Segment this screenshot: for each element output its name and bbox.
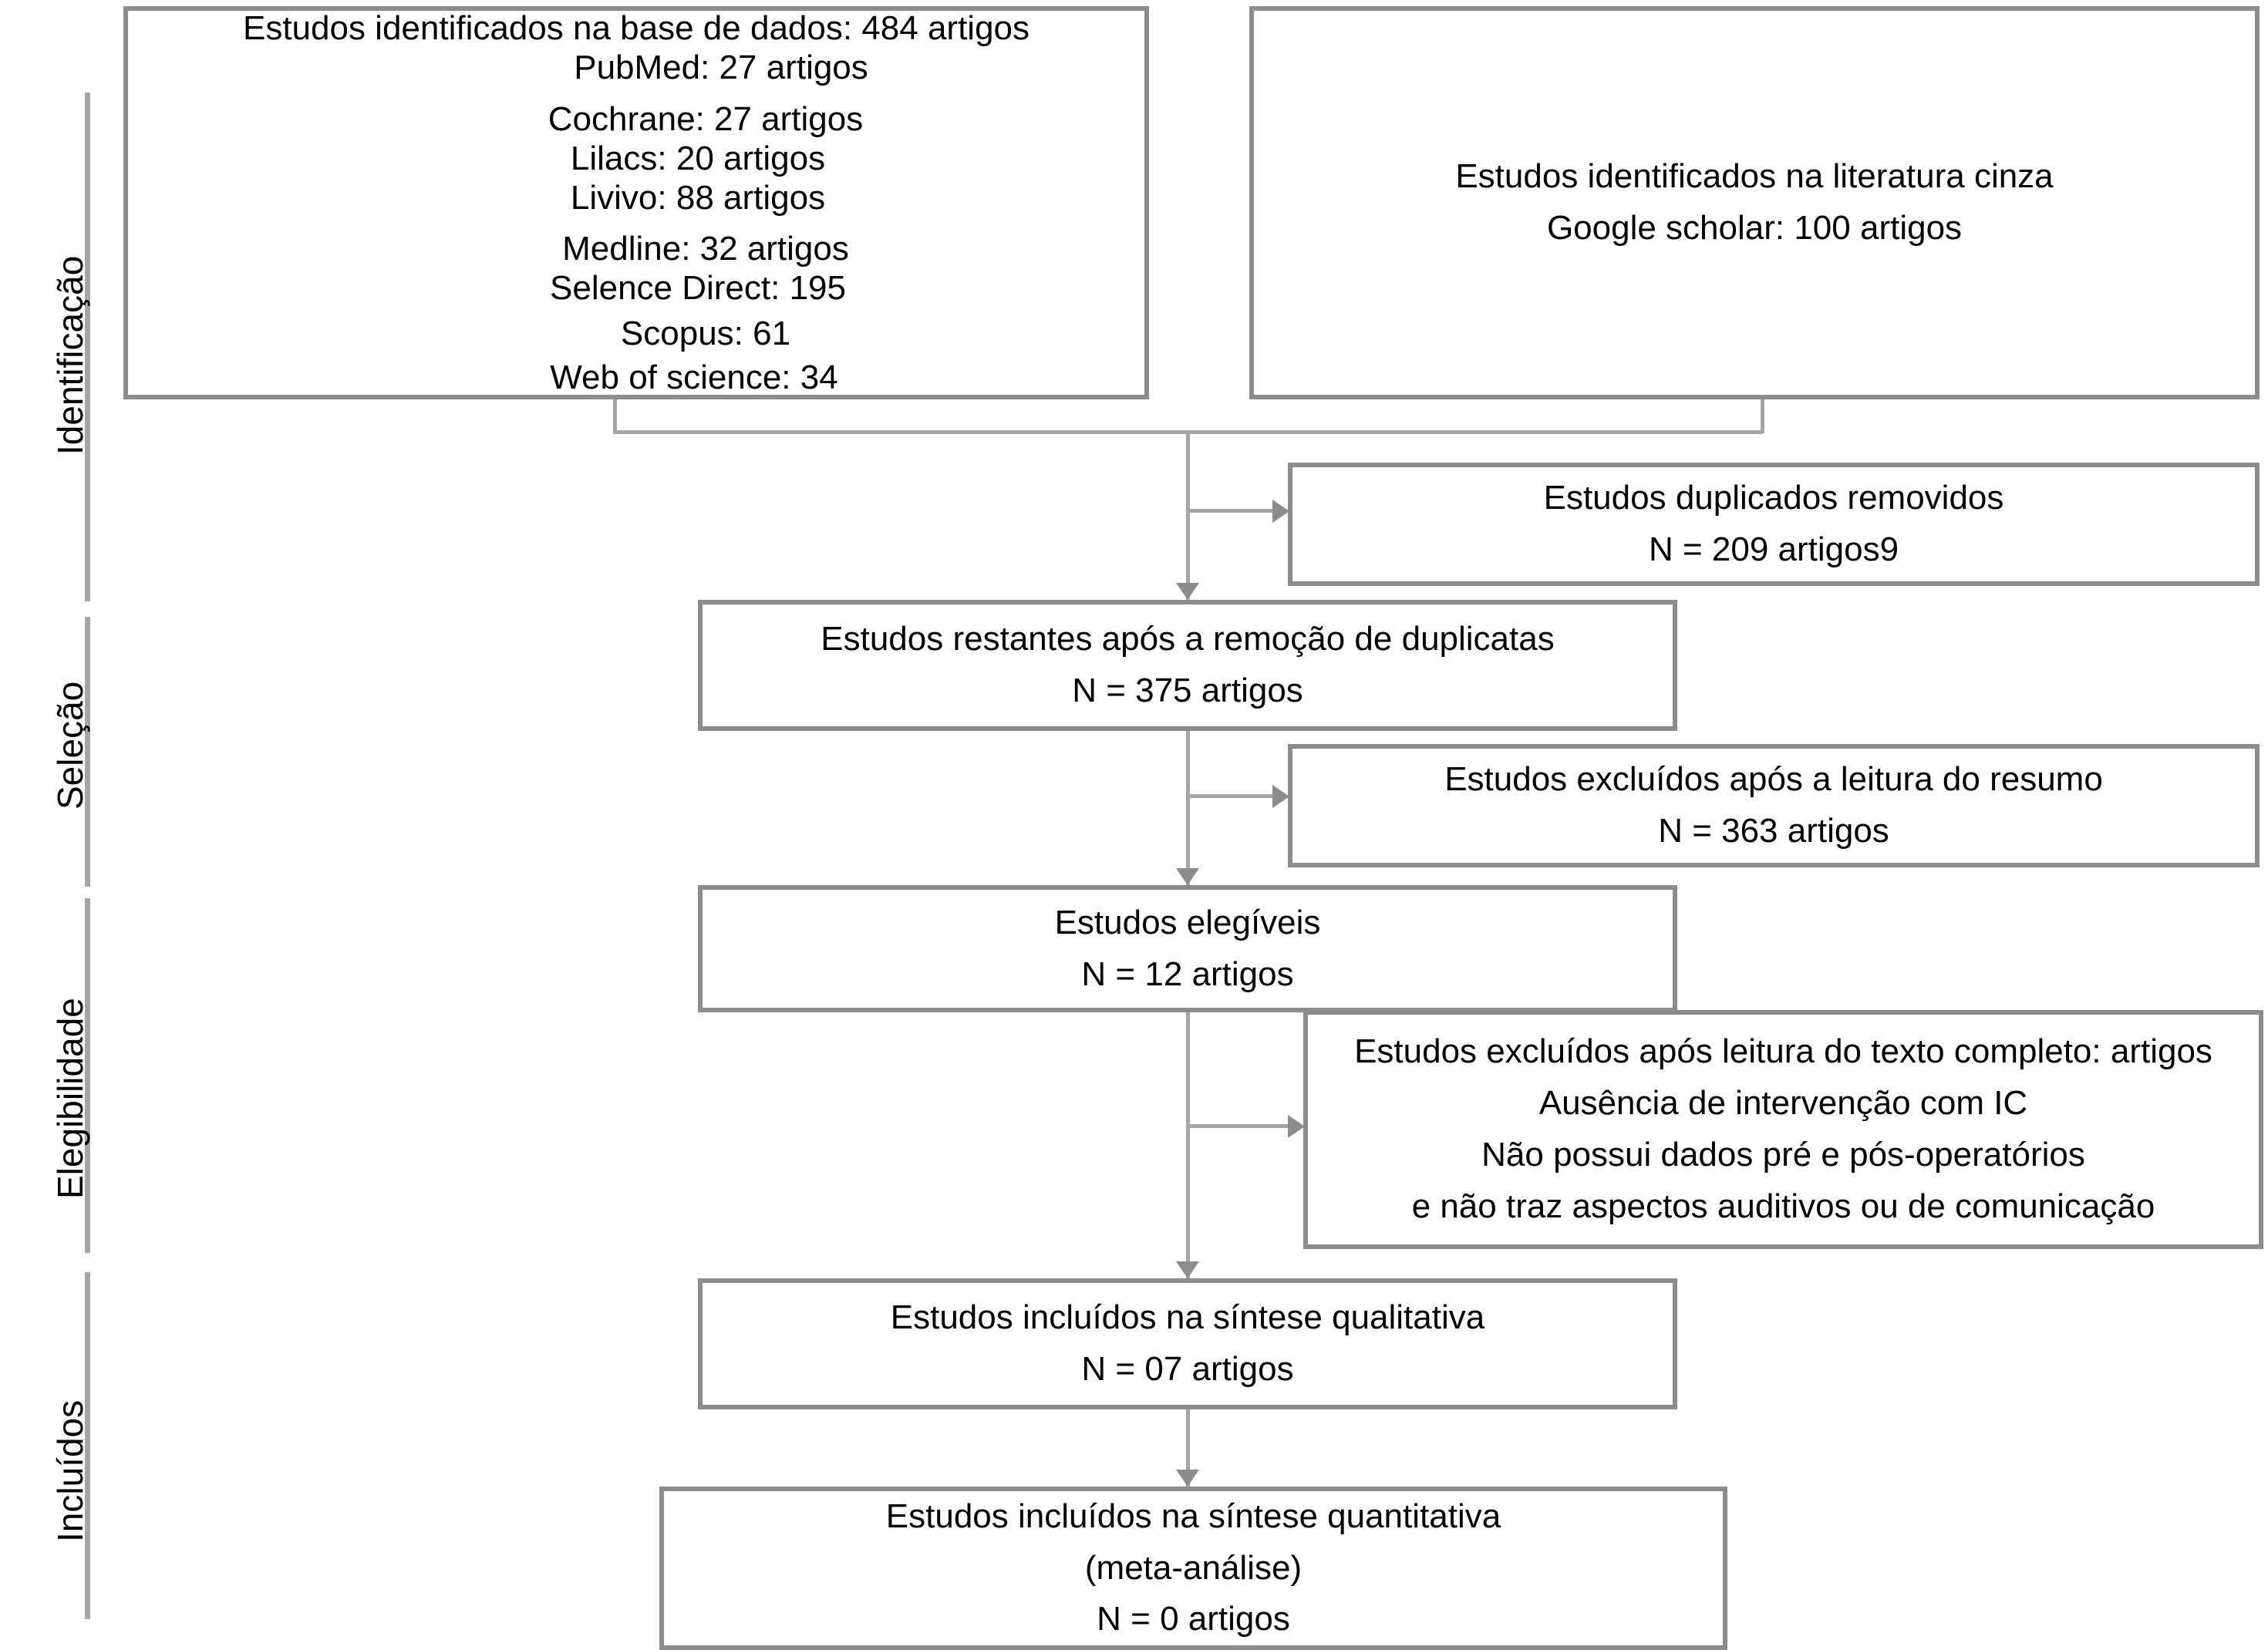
records-after-duplicates-line-0: Estudos restantes após a remoção de dupl… <box>821 620 1555 658</box>
quantitative-synthesis-box: Estudos incluídos na síntese quantitativ… <box>659 1487 1727 1650</box>
eligible-studies-box: Estudos elegíveis N = 12 artigos <box>698 885 1677 1012</box>
excluded-after-abstract-line-1: N = 363 artigos <box>1658 812 1889 850</box>
database-records-line-7: Scopus: 61 <box>620 314 791 352</box>
records-after-duplicates-line-1: N = 375 artigos <box>1072 672 1303 709</box>
arrow-into-excluded-abstract <box>1272 785 1289 808</box>
quantitative-synthesis-line-1: (meta-análise) <box>1084 1548 1302 1587</box>
duplicates-removed-line-1: N = 209 artigos9 <box>1648 530 1899 568</box>
eligible-studies-line-0: Estudos elegíveis <box>1054 903 1321 941</box>
database-records-line-1: PubMed: 27 artigos <box>574 49 868 87</box>
stage-label-elegibilidade: Elegibilidade <box>50 998 90 1199</box>
duplicates-removed-line-0: Estudos duplicados removidos <box>1543 479 2004 517</box>
excluded-after-fulltext-box: Estudos excluídos após leitura do texto … <box>1303 1010 2263 1249</box>
qualitative-synthesis-line-0: Estudos incluídos na síntese qualitativa <box>890 1298 1485 1337</box>
stage-rule-selecao <box>85 617 90 887</box>
duplicates-removed-box: Estudos duplicados removidos N = 209 art… <box>1288 463 2260 586</box>
grey-literature-line-0: Estudos identificados na literatura cinz… <box>1455 157 2054 196</box>
records-after-duplicates-box: Estudos restantes após a remoção de dupl… <box>698 600 1677 731</box>
excluded-after-fulltext-line-2: Não possui dados pré e pós-operatórios <box>1481 1136 2085 1174</box>
database-records-line-3: Lilacs: 20 artigos <box>570 140 826 178</box>
database-records-box: Estudos identificados na base de dados: … <box>123 6 1149 399</box>
database-records-line-4: Livivo: 88 artigos <box>570 179 826 217</box>
database-records-line-0: Estudos identificados na base de dados: … <box>242 9 1030 48</box>
arrow-into-excluded-fulltext <box>1288 1115 1305 1138</box>
quantitative-synthesis-line-0: Estudos incluídos na síntese quantitativ… <box>885 1497 1501 1535</box>
spine-selection-to-eligibility <box>1186 731 1190 885</box>
branch-to-excluded-abstract <box>1186 794 1280 798</box>
excluded-after-fulltext-line-3: e não traz aspectos auditivos ou de comu… <box>1411 1187 2155 1225</box>
arrow-into-after-duplicates <box>1176 583 1199 600</box>
grey-literature-line-1: Google scholar: 100 artigos <box>1546 209 1963 247</box>
database-records-line-5: Medline: 32 artigos <box>562 229 849 268</box>
merge-stub-right <box>1761 399 1764 433</box>
merge-stub-left <box>613 399 617 433</box>
stage-label-incluidos: Incluídos <box>50 1399 90 1542</box>
database-records-line-8: Web of science: 34 <box>550 358 838 396</box>
excluded-after-abstract-box: Estudos excluídos após a leitura do resu… <box>1288 744 2260 867</box>
arrow-into-duplicates-removed <box>1272 500 1289 523</box>
grey-literature-box: Estudos identificados na literatura cinz… <box>1249 6 2260 399</box>
spine-identification-to-selection <box>1186 430 1190 600</box>
eligible-studies-line-1: N = 12 artigos <box>1081 955 1294 993</box>
excluded-after-abstract-line-0: Estudos excluídos após a leitura do resu… <box>1444 760 2103 799</box>
quantitative-synthesis-line-2: N = 0 artigos <box>1097 1600 1290 1638</box>
arrow-into-eligible <box>1176 868 1199 885</box>
spine-eligibility-to-included <box>1186 1012 1190 1278</box>
spine-qualitative-to-quantitative <box>1186 1409 1190 1487</box>
stage-label-identificacao: Identificação <box>50 255 90 455</box>
arrow-into-quantitative <box>1176 1470 1199 1487</box>
stage-rule-incluidos <box>85 1272 90 1619</box>
database-records-line-6: Selence Direct: 195 <box>550 268 846 307</box>
database-records-line-2: Cochrane: 27 artigos <box>548 100 864 139</box>
stage-rule-elegibilidade <box>85 898 90 1253</box>
stage-label-selecao: Seleção <box>50 681 90 810</box>
arrow-into-qualitative <box>1176 1261 1199 1278</box>
excluded-after-fulltext-line-0: Estudos excluídos após leitura do texto … <box>1354 1032 2212 1071</box>
excluded-after-fulltext-line-1: Ausência de intervenção com IC <box>1538 1084 2028 1123</box>
qualitative-synthesis-line-1: N = 07 artigos <box>1081 1350 1294 1388</box>
qualitative-synthesis-box: Estudos incluídos na síntese qualitativa… <box>698 1278 1677 1409</box>
branch-to-duplicates-removed <box>1186 509 1280 513</box>
stage-rule-identificacao <box>85 93 90 601</box>
branch-to-excluded-fulltext <box>1186 1124 1296 1128</box>
